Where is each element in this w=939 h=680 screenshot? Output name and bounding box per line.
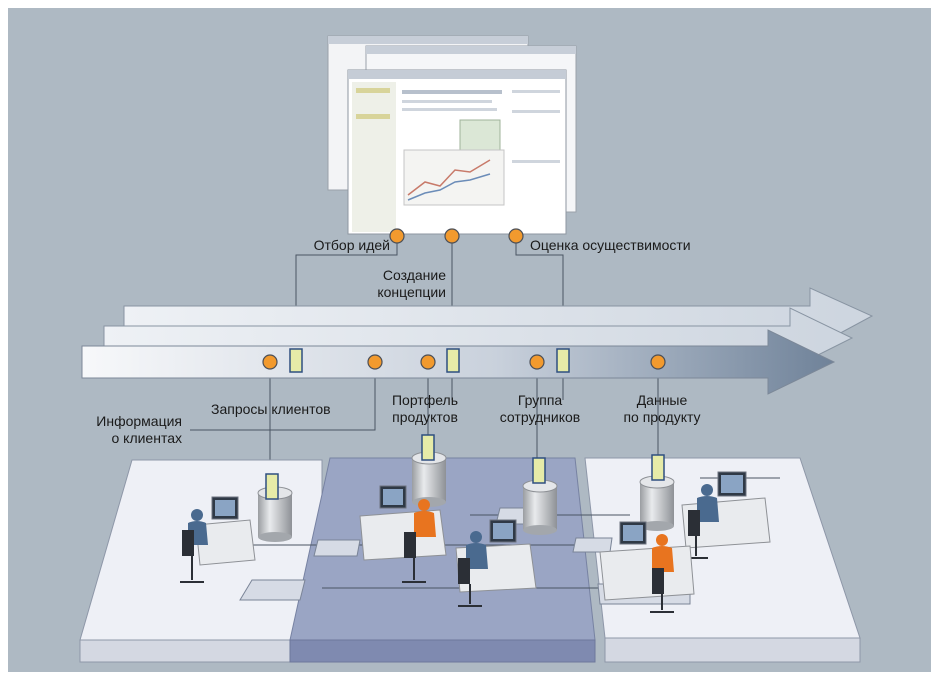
workstation-icon <box>455 519 537 607</box>
workstation-icon <box>180 496 256 583</box>
label-customer-info: Информация о клиентах <box>96 413 182 446</box>
label-product-portfolio: Портфель продуктов <box>391 392 459 425</box>
database-cylinder-icon <box>522 479 558 535</box>
workstation-icon <box>681 471 771 559</box>
workstation-icon <box>359 485 447 583</box>
label-staff-group: Группа сотрудников <box>499 392 581 425</box>
label-concept-creation: Создание концепции <box>377 267 446 300</box>
browser-window-icon <box>327 35 577 235</box>
connector-blocks <box>265 348 665 500</box>
process-nodes <box>262 228 666 370</box>
label-idea-selection: Отбор идей <box>313 237 390 253</box>
label-customer-requests: Запросы клиентов <box>211 401 331 417</box>
workstation-icon <box>599 521 695 613</box>
database-cylinder-icon <box>639 475 675 531</box>
label-feasibility: Оценка осуществимости <box>530 237 691 253</box>
label-product-data: Данные по продукту <box>623 392 701 425</box>
